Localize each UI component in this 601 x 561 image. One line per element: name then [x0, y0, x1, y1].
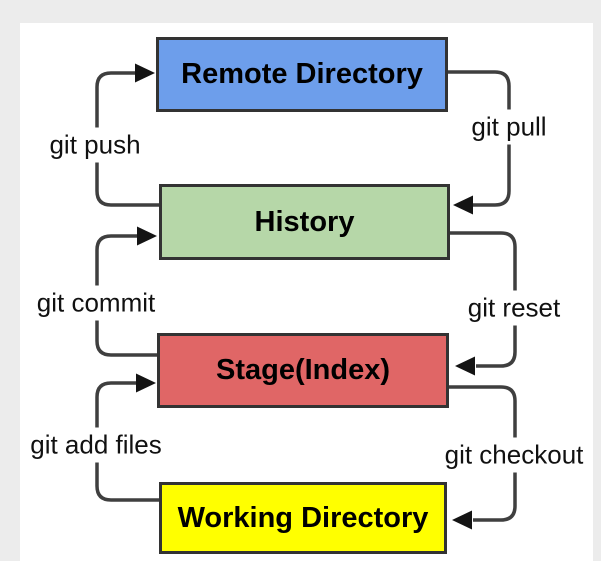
git-commit-arrowhead-icon: [137, 226, 157, 246]
node-remote-directory-label: Remote Directory: [181, 58, 423, 90]
node-history-label: History: [254, 205, 355, 238]
edge-label-git-reset: git reset: [462, 290, 566, 326]
git-pull-arrowhead-icon: [453, 195, 473, 215]
edge-label-git-push: git push: [44, 127, 146, 163]
git-checkout-arrowhead-icon: [452, 510, 472, 530]
node-working-directory: Working Directory: [159, 482, 447, 554]
edge-label-git-pull: git pull: [466, 109, 552, 145]
node-stage-index: Stage(Index): [157, 333, 449, 408]
node-stage-index-label: Stage(Index): [215, 354, 391, 386]
git-reset-arrowhead-icon: [455, 356, 475, 376]
edge-label-git-commit: git commit: [31, 285, 161, 321]
edge-label-git-add-files: git add files: [25, 427, 167, 463]
edge-label-git-checkout: git checkout: [439, 437, 589, 473]
node-remote-directory: Remote Directory: [156, 37, 448, 112]
node-history: History: [159, 184, 450, 260]
git-push-arrowhead-icon: [135, 63, 155, 83]
git-add-files-arrowhead-icon: [136, 373, 156, 393]
node-working-directory-label: Working Directory: [177, 501, 429, 534]
